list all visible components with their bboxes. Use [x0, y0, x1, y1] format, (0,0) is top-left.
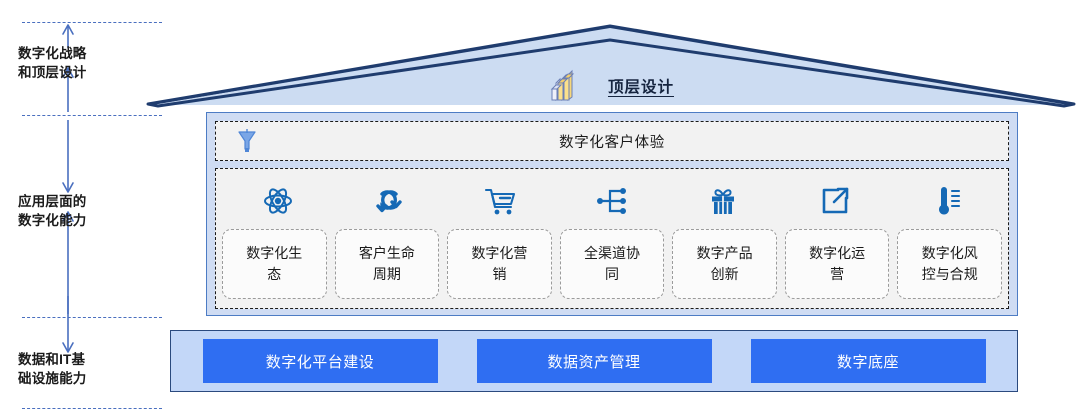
capability-card-line2: 营 — [830, 266, 845, 282]
capability-card-line2: 销 — [492, 266, 507, 282]
divider-bottom — [22, 408, 162, 409]
application-layer-panel: 数字化客户体验 — [206, 112, 1018, 316]
capability-card-digital-marketing[interactable]: 数字化营 销 — [447, 229, 552, 299]
capability-panel: 数字化生 态 客户生命 周期 数字化营 销 — [215, 168, 1009, 309]
band-label-application: 应用层面的 数字化能力 — [18, 192, 150, 230]
thermometer-icon — [891, 177, 1002, 225]
capability-card-line2: 控与合规 — [921, 266, 978, 282]
capability-card-line1: 数字化营 — [471, 245, 528, 261]
capability-card-digital-ecosystem[interactable]: 数字化生 态 — [222, 229, 327, 299]
divider-upper — [22, 115, 162, 116]
capability-card-line2: 周期 — [372, 266, 401, 282]
capability-card-omnichannel[interactable]: 全渠道协 同 — [559, 229, 665, 299]
band-label-infrastructure-line2: 础设施能力 — [18, 371, 87, 386]
infrastructure-panel: 数字化平台建设 数据资产管理 数字底座 — [170, 330, 1018, 392]
capability-icon-row — [222, 177, 1002, 225]
band-label-strategy: 数字化战略 和顶层设计 — [18, 44, 150, 82]
base-box-platform[interactable]: 数字化平台建设 — [202, 339, 438, 383]
band-arrows — [62, 24, 74, 353]
divider-top — [22, 22, 162, 23]
capability-card-customer-lifecycle[interactable]: 客户生命 周期 — [334, 229, 440, 299]
digital-customer-experience-title: 数字化客户体验 — [559, 134, 665, 151]
shopping-cart-icon — [445, 177, 556, 225]
capability-card-line2: 态 — [267, 266, 282, 282]
digital-customer-experience-row: 数字化客户体验 — [215, 121, 1009, 161]
capability-card-row: 数字化生 态 客户生命 周期 数字化营 销 — [222, 229, 1003, 299]
band-label-infrastructure: 数据和IT基 础设施能力 — [18, 350, 150, 388]
divider-lower — [22, 317, 162, 318]
atom-icon — [222, 177, 333, 225]
lifecycle-loop-icon — [333, 177, 444, 225]
capability-card-line1: 客户生命 — [358, 245, 415, 261]
capability-card-line1: 全渠道协 — [584, 245, 641, 261]
band-label-application-line1: 应用层面的 — [18, 194, 87, 209]
band-label-application-line2: 数字化能力 — [18, 213, 87, 228]
base-box-foundation[interactable]: 数字底座 — [750, 339, 986, 383]
capability-card-digital-operations[interactable]: 数字化运 营 — [784, 229, 890, 299]
share-network-icon — [556, 177, 667, 225]
band-label-infrastructure-line1: 数据和IT基 — [18, 352, 86, 367]
capability-card-risk-compliance[interactable]: 数字化风 控与合规 — [897, 229, 1003, 299]
band-label-strategy-line2: 和顶层设计 — [18, 65, 87, 80]
capability-card-line2: 创新 — [710, 266, 739, 282]
capability-card-line1: 数字化生 — [246, 245, 303, 261]
roof-shape — [146, 24, 1076, 108]
funnel-icon — [234, 126, 260, 156]
base-box-data-asset[interactable]: 数据资产管理 — [476, 339, 712, 383]
gift-icon — [668, 177, 779, 225]
capability-card-line1: 数字化运 — [809, 245, 866, 261]
capability-card-line1: 数字化风 — [921, 245, 978, 261]
capability-card-line2: 同 — [605, 266, 620, 282]
capability-card-line1: 数字产品 — [696, 245, 753, 261]
band-label-strategy-line1: 数字化战略 — [18, 46, 87, 61]
capability-card-product-innovation[interactable]: 数字产品 创新 — [672, 229, 777, 299]
external-link-icon — [779, 177, 890, 225]
